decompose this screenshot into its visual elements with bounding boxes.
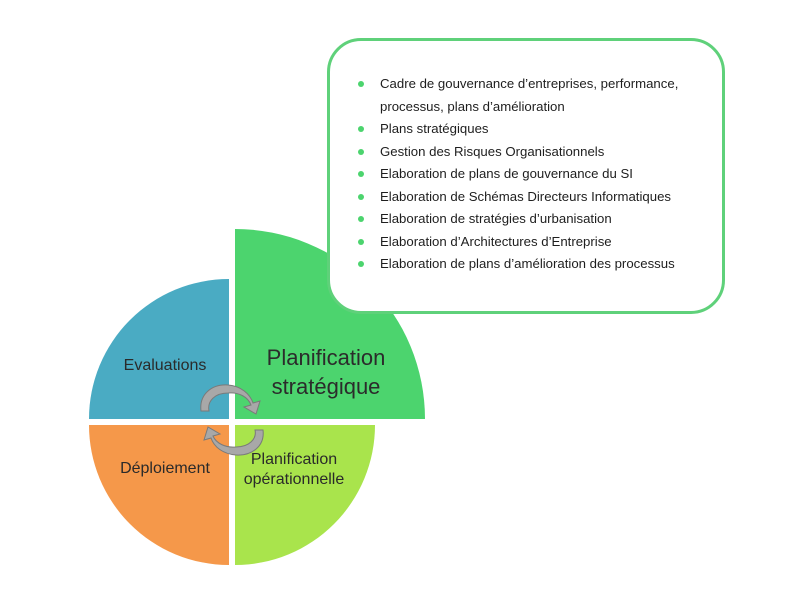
list-item: Cadre de gouvernance d’entreprises, perf… [356, 73, 706, 118]
list-item: Elaboration de Schémas Directeurs Inform… [356, 186, 706, 209]
bullet-icon [358, 81, 364, 87]
list-item: Elaboration de stratégies d’urbanisation [356, 208, 706, 231]
segment-evaluations [89, 279, 229, 419]
bullet-icon [358, 171, 364, 177]
list-item-text: Elaboration de stratégies d’urbanisation [380, 211, 612, 226]
bullet-icon [358, 261, 364, 267]
list-item-text: Cadre de gouvernance d’entreprises, perf… [380, 76, 679, 114]
list-item: Gestion des Risques Organisationnels [356, 141, 706, 164]
list-item-text: Gestion des Risques Organisationnels [380, 143, 605, 159]
arrow-right-icon [200, 384, 261, 415]
list-item-text: Elaboration de Schémas Directeurs Inform… [380, 188, 672, 204]
evaluations-label: Evaluations [123, 357, 207, 374]
bullet-icon [358, 238, 364, 245]
list-item-text: Elaboration de plans d’amélioration des … [380, 256, 675, 271]
strategic-planning-callout: Cadre de gouvernance d’entreprises, perf… [327, 38, 725, 314]
deployment-label: Déploiement [120, 460, 210, 477]
bullet-icon [358, 148, 364, 155]
bullet-icon [358, 216, 364, 222]
strategic-planning-list: Cadre de gouvernance d’entreprises, perf… [356, 73, 706, 276]
operational-planning-label-line1: Planification [250, 451, 338, 468]
segment-operational [235, 425, 375, 565]
operational-planning-label: Planification opérationnelle [224, 450, 364, 490]
strategic-planning-label-line2: stratégique [271, 374, 381, 399]
list-item: Elaboration de plans d’amélioration des … [356, 253, 706, 276]
cycle-arrows-icon [200, 384, 264, 456]
segment-deployment [89, 425, 229, 565]
list-item-text: Plans stratégiques [380, 121, 489, 136]
list-item: Plans stratégiques [356, 118, 706, 141]
arrow-left-icon [203, 426, 264, 456]
list-item-text: Elaboration d’Architectures d’Entreprise [380, 233, 612, 249]
bullet-icon [358, 126, 364, 132]
list-item: Elaboration d’Architectures d’Entreprise [356, 231, 706, 254]
operational-planning-label-line2: opérationnelle [243, 471, 345, 488]
list-item: Elaboration de plans de gouvernance du S… [356, 163, 706, 186]
strategic-planning-label-line1: Planification [266, 345, 386, 370]
list-item-text: Elaboration de plans de gouvernance du S… [380, 166, 633, 181]
strategic-planning-label: Planification stratégique [240, 343, 412, 401]
segment-strategic [235, 229, 425, 419]
bullet-icon [358, 193, 364, 200]
